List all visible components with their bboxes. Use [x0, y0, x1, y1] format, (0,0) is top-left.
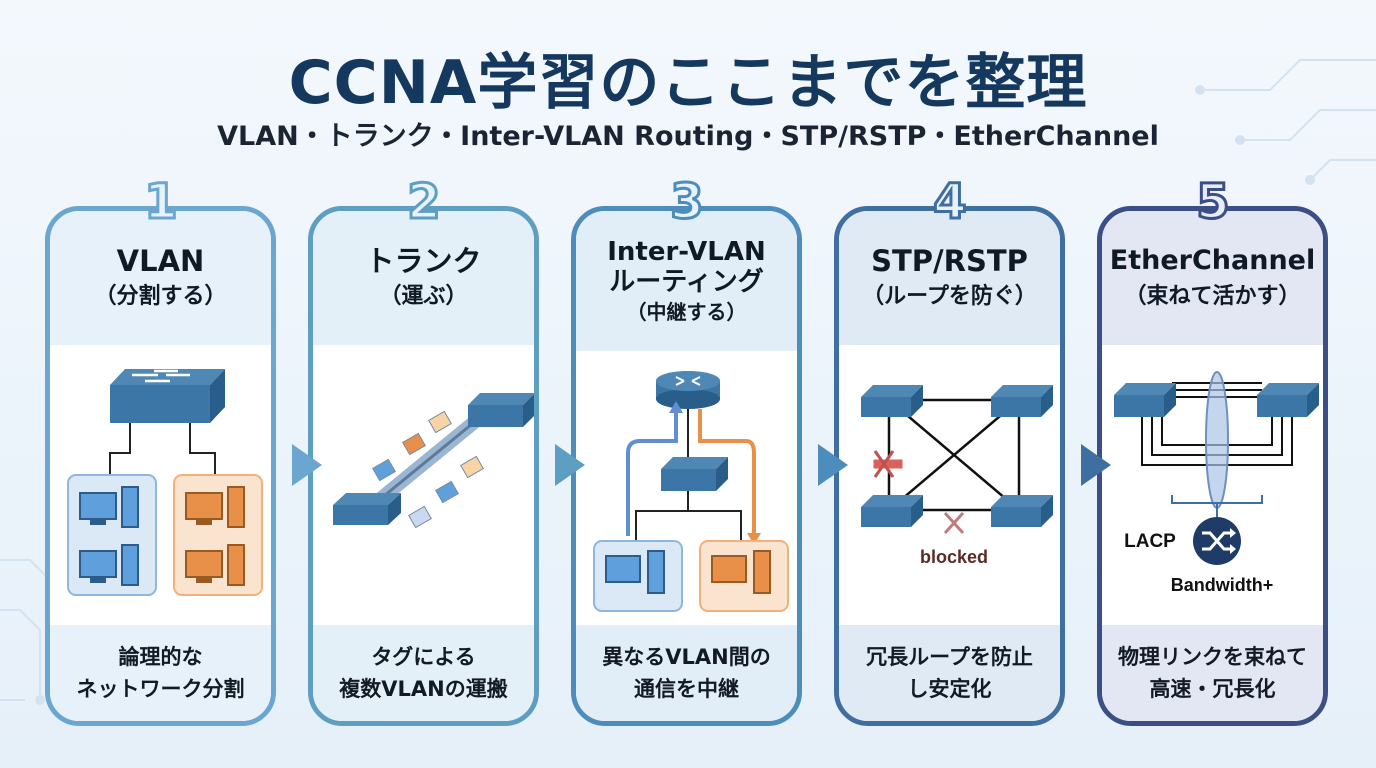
- switch-icon: [991, 495, 1053, 527]
- description-line: 論理的な: [118, 645, 203, 669]
- description-line: し安定化: [907, 677, 992, 701]
- router-on-switch-icon: [593, 371, 789, 612]
- bundled-links-icon: LACP Bandwidth+: [1114, 371, 1319, 595]
- card-header: STP/RSTP （ループを防ぐ）: [839, 211, 1060, 345]
- card-description: 冗長ループを防止 し安定化: [839, 625, 1060, 721]
- shuffle-icon: [1193, 517, 1241, 565]
- four-switch-mesh-icon: blocked: [861, 385, 1053, 567]
- step-card-inter-vlan: Inter-VLAN ルーティング （中継する） 異なるVL: [571, 206, 802, 726]
- switch-with-two-vlan-groups-icon: [67, 369, 263, 596]
- blocked-label: blocked: [920, 547, 988, 567]
- description-line: 物理リンクを束ねて: [1118, 645, 1307, 669]
- card-title: VLAN: [116, 244, 205, 278]
- step-card-stp: STP/RSTP （ループを防ぐ） blocked 冗長ループを防止: [834, 206, 1065, 726]
- card-subtitle: （運ぶ）: [379, 284, 468, 309]
- description-line: 高速・冗長化: [1149, 677, 1276, 701]
- chevron-right-icon: [292, 444, 322, 486]
- bandwidth-label: Bandwidth+: [1171, 575, 1274, 595]
- chevron-right-icon: [555, 444, 585, 486]
- step-number: 3: [669, 173, 705, 232]
- step-card-vlan: VLAN （分割する）: [45, 206, 276, 726]
- card-title: EtherChannel: [1109, 245, 1316, 276]
- switch-icon: [1257, 383, 1319, 417]
- card-description: タグによる 複数VLANの運搬: [313, 625, 534, 721]
- switch-icon: [1114, 383, 1176, 417]
- switch-icon: [861, 385, 923, 417]
- step-card-trunk: トランク （運ぶ） タグによる 複数VLANの運搬: [308, 206, 539, 726]
- blue-pc-icon: [79, 486, 139, 586]
- card-description: 論理的な ネットワーク分割: [50, 625, 271, 721]
- card-subtitle: （中継する）: [626, 300, 747, 324]
- step-number: 5: [1195, 173, 1231, 232]
- step-number: 2: [406, 173, 442, 232]
- blocked-port-icon: [872, 450, 904, 478]
- trunk-link-with-tagged-frames-icon: [333, 393, 534, 529]
- switch-icon: [861, 495, 923, 527]
- card-title: Inter-VLAN: [607, 237, 766, 267]
- description-line: タグによる: [371, 645, 476, 669]
- card-subtitle: （分割する）: [94, 284, 227, 309]
- switch-icon: [333, 493, 401, 525]
- switch-icon: [468, 393, 534, 427]
- page-subtitle: VLAN・トランク・Inter-VLAN Routing・STP/RSTP・Et…: [217, 121, 1159, 152]
- chevron-right-icon: [818, 444, 848, 486]
- card-title-line2: ルーティング: [609, 267, 764, 297]
- description-line: 冗長ループを防止: [866, 645, 1033, 669]
- switch-icon: [991, 385, 1053, 417]
- card-subtitle: （ループを防ぐ）: [862, 284, 1037, 309]
- description-line: ネットワーク分割: [76, 677, 245, 701]
- chevron-right-icon: [1081, 444, 1111, 486]
- lacp-label: LACP: [1124, 531, 1176, 552]
- orange-pc-icon: [185, 486, 245, 586]
- step-number: 4: [932, 173, 968, 232]
- card-subtitle: （束ねて活かす）: [1124, 284, 1301, 309]
- step-number: 1: [143, 173, 179, 232]
- card-header: VLAN （分割する）: [50, 211, 271, 345]
- card-description: 物理リンクを束ねて 高速・冗長化: [1102, 625, 1323, 721]
- blocked-link-icon: [943, 511, 965, 535]
- switch-icon: [661, 457, 728, 491]
- description-line: 通信を中継: [634, 677, 739, 701]
- page-title: CCNA学習のここまでを整理: [288, 48, 1088, 118]
- step-card-etherchannel: EtherChannel （束ねて活かす） LACP Bandwidth+: [1097, 206, 1328, 726]
- card-header: EtherChannel （束ねて活かす）: [1102, 211, 1323, 345]
- card-header: トランク （運ぶ）: [313, 211, 534, 345]
- card-description: 異なるVLAN間の 通信を中継: [576, 625, 797, 721]
- card-header: Inter-VLAN ルーティング （中継する）: [576, 211, 797, 351]
- card-title: トランク: [365, 244, 482, 278]
- description-line: 異なるVLAN間の: [602, 645, 771, 669]
- description-line: 複数VLANの運搬: [339, 677, 508, 701]
- card-title: STP/RSTP: [871, 244, 1028, 278]
